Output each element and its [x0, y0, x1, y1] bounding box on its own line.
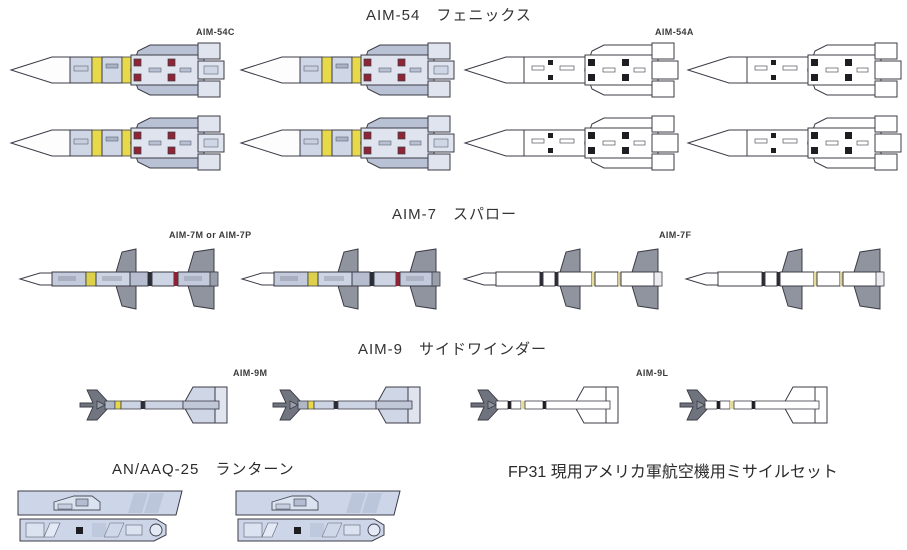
- lantirn-pod-1: [14, 485, 204, 547]
- missile-aim54c-1: [8, 40, 228, 100]
- part-label-aim7mp: AIM-7M or AIM-7P: [169, 230, 252, 240]
- missile-aim9l-2: [675, 382, 835, 428]
- part-label-aim7f: AIM-7F: [659, 230, 692, 240]
- section-title-lantirn: AN/AAQ-25 ランターン: [112, 461, 295, 478]
- missile-aim54a-4: [685, 113, 905, 173]
- kit-set-title: FP31 現用アメリカ軍航空機用ミサイルセット: [508, 464, 838, 481]
- part-label-aim9m: AIM-9M: [233, 368, 268, 378]
- missile-aim54a-3: [462, 113, 682, 173]
- missile-aim54a-2: [685, 40, 905, 100]
- missile-aim7f-2: [684, 248, 894, 310]
- part-label-aim9l: AIM-9L: [636, 368, 669, 378]
- missile-aim7m-2: [240, 248, 450, 310]
- missile-aim54c-3: [8, 113, 228, 173]
- missile-aim9l-1: [466, 382, 626, 428]
- section-title-aim7: AIM-7 スパロー: [392, 206, 518, 223]
- section-title-aim9: AIM-9 サイドワインダー: [358, 341, 548, 358]
- missile-aim7f-1: [462, 248, 672, 310]
- lantirn-pod-2: [232, 485, 422, 547]
- missile-aim54a-1: [462, 40, 682, 100]
- missile-aim9m-2: [268, 382, 428, 428]
- part-label-aim54c: AIM-54C: [196, 27, 235, 37]
- missile-aim7m-1: [18, 248, 228, 310]
- part-label-aim54a: AIM-54A: [655, 27, 694, 37]
- missile-aim54c-2: [238, 40, 458, 100]
- section-title-aim54: AIM-54 フェニックス: [366, 7, 532, 24]
- missile-aim54c-4: [238, 113, 458, 173]
- missile-aim9m-1: [75, 382, 235, 428]
